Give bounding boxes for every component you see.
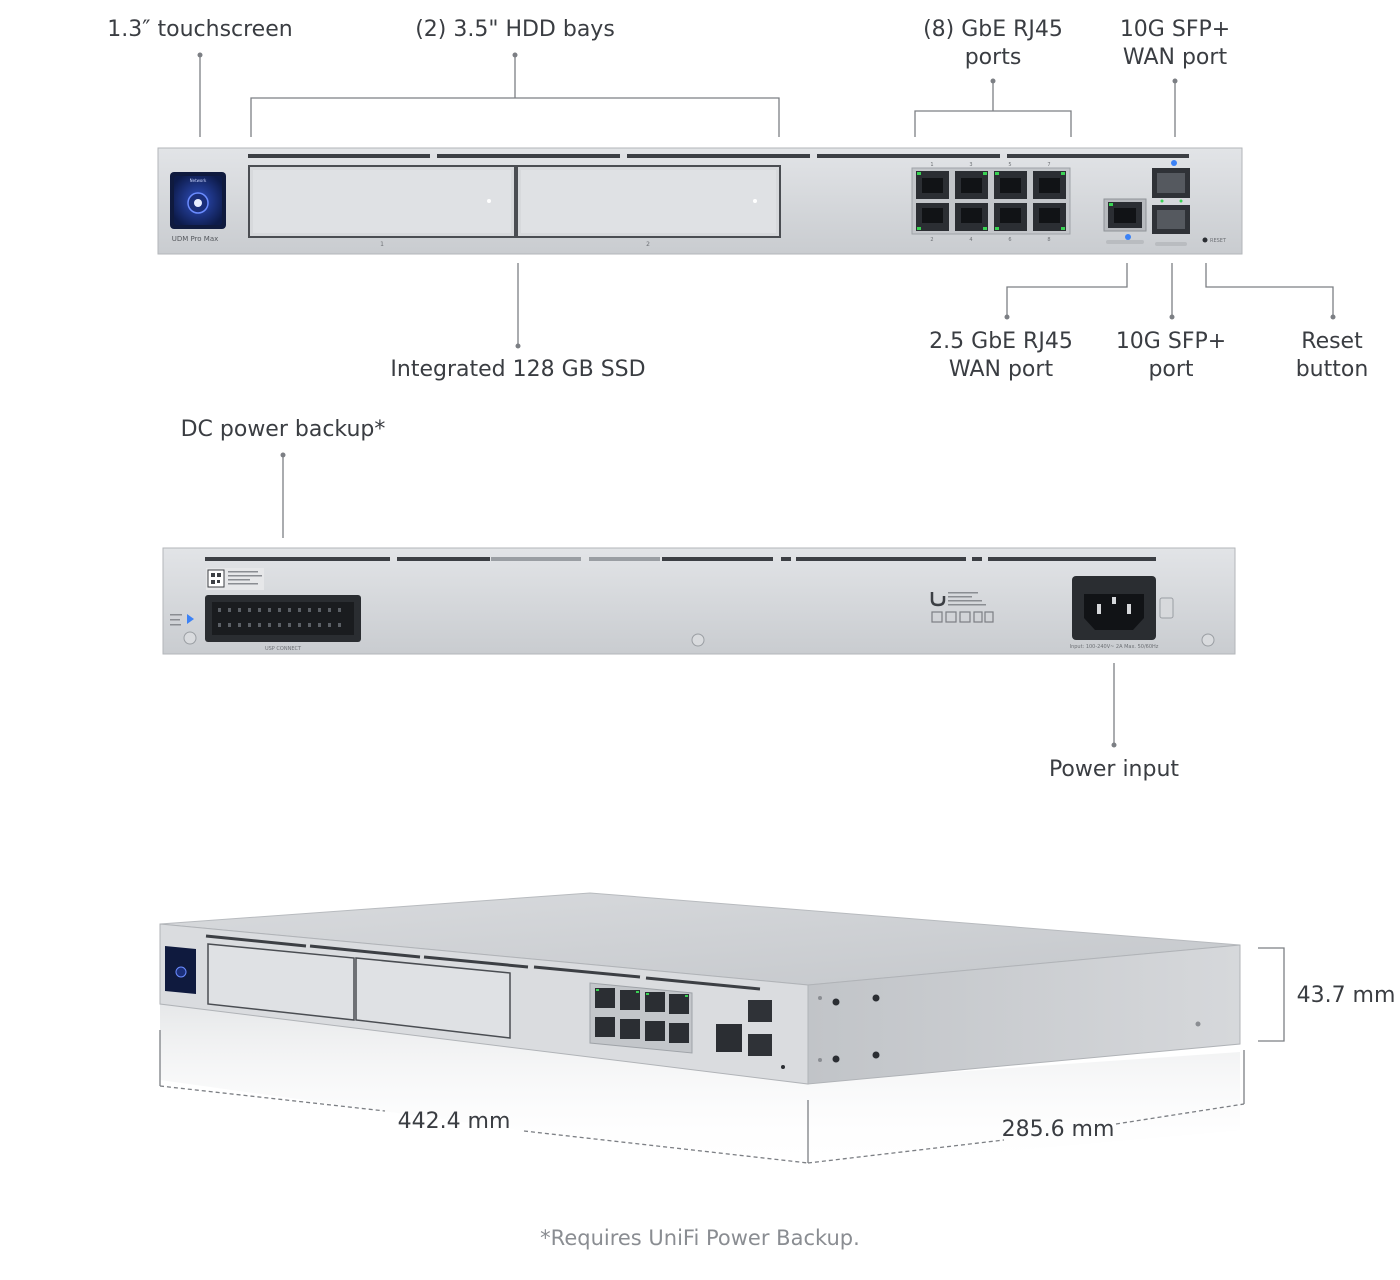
sfp-port[interactable]: [1152, 205, 1190, 246]
rear-vent-slots: [205, 557, 1156, 561]
certification-marks-icon: [931, 611, 994, 623]
reset-line-2: button: [1295, 357, 1369, 382]
power-rating-print: Input: 100-240V~ 2A Max. 50/60Hz: [1070, 644, 1159, 650]
port-numbers-top: 1 3 5 7: [930, 162, 1050, 168]
power-input-callout: Power input: [1048, 757, 1180, 782]
rear-callout-lines: [282, 456, 1115, 744]
sfp-wan-callout: 10G SFP+ WAN port: [1100, 16, 1250, 72]
perspective-hdd-bay-2: [355, 957, 511, 1039]
reset-button-callout: Reset button: [1282, 328, 1382, 384]
qr-label-sticker: [206, 568, 264, 590]
dc-power-connector[interactable]: USP CONNECT: [205, 595, 361, 652]
rj45-port[interactable]: [955, 171, 988, 199]
svg-text:5: 5: [1008, 162, 1011, 168]
svg-text:1: 1: [930, 162, 933, 168]
rear-view: USP CONNECT: [162, 452, 1236, 748]
ground-screw-icon: [183, 631, 1215, 647]
ubiquiti-logo-icon: [930, 592, 986, 607]
ssd-callout: Integrated 128 GB SSD: [390, 357, 646, 382]
model-label: UDM Pro Max: [172, 235, 219, 243]
front-callout-lines: [199, 56, 1334, 345]
front-view: Network UDM Pro Max 1 2 1 3 5 7: [157, 52, 1336, 349]
port-numbers-bottom: 2 4 6 8: [930, 237, 1050, 243]
dc-backup-callout: DC power backup*: [180, 417, 386, 442]
sfp-port-line-1: 10G SFP+: [1115, 329, 1227, 354]
gbe-ports-callout: (8) GbE RJ45 ports: [903, 16, 1083, 72]
gbe-ports-line-2: ports: [964, 45, 1022, 70]
gbe-ports-line-1: (8) GbE RJ45: [923, 17, 1063, 42]
height-dimension: 43.7 mm: [1296, 983, 1396, 1008]
hdd-bays-callout: (2) 3.5" HDD bays: [415, 17, 615, 42]
sfp-port-callout: 10G SFP+ port: [1106, 328, 1236, 384]
hdd-bay-1[interactable]: 1: [248, 165, 516, 248]
screen-title: Network: [190, 178, 207, 183]
perspective-touchscreen: [165, 946, 196, 994]
sfp-port-line-2: port: [1148, 357, 1194, 382]
rj45-port[interactable]: [955, 203, 988, 231]
gbe-port-group: 1 3 5 7 2 4 6 8: [911, 162, 1071, 243]
width-dimension: 442.4 mm: [397, 1109, 511, 1134]
front-callout-dots: [197, 52, 1336, 349]
dimension-lines: [159, 947, 1285, 1164]
rj45-port[interactable]: [916, 171, 949, 199]
footnote: *Requires UniFi Power Backup.: [540, 1226, 860, 1250]
floor-reflection: [160, 1000, 1240, 1170]
bay-number-2: 2: [646, 241, 650, 248]
svg-text:3: 3: [969, 162, 972, 168]
rj45-wan-port[interactable]: [1103, 198, 1147, 244]
reset-print: RESET: [1210, 238, 1227, 244]
power-inlet[interactable]: Input: 100-240V~ 2A Max. 50/60Hz: [1070, 576, 1174, 650]
rj45-port[interactable]: [916, 203, 949, 231]
depth-dimension: 285.6 mm: [1001, 1117, 1115, 1142]
svg-text:7: 7: [1047, 162, 1050, 168]
sfp-wan-line-1: 10G SFP+: [1119, 17, 1231, 42]
svg-text:6: 6: [1008, 237, 1011, 243]
sfp-wan-port[interactable]: [1152, 160, 1190, 203]
svg-text:8: 8: [1047, 237, 1050, 243]
svg-text:4: 4: [969, 237, 972, 243]
perspective-view: [159, 892, 1285, 1170]
rj45-port[interactable]: [1033, 171, 1066, 199]
bay-number-1: 1: [380, 241, 384, 248]
rj45-wan-line-2: WAN port: [948, 357, 1054, 382]
perspective-hdd-bay-1: [207, 943, 355, 1021]
touchscreen-callout: 1.3″ touchscreen: [107, 17, 293, 42]
side-screw-icon: [818, 994, 1201, 1063]
svg-text:2: 2: [930, 237, 933, 243]
reset-line-1: Reset: [1301, 329, 1363, 354]
touchscreen: Network UDM Pro Max: [170, 172, 226, 243]
rj45-wan-line-1: 2.5 GbE RJ45: [929, 329, 1073, 354]
rj45-port[interactable]: [994, 171, 1027, 199]
reset-button[interactable]: RESET: [1202, 237, 1227, 245]
rear-callout-dots: [280, 452, 1117, 748]
rj45-port[interactable]: [1033, 203, 1066, 231]
sfp-wan-line-2: WAN port: [1122, 45, 1228, 70]
usp-connect-print: USP CONNECT: [265, 646, 302, 652]
front-vent-slots: [248, 154, 1189, 158]
hdd-bay-2[interactable]: 2: [516, 165, 781, 248]
perspective-vents: [205, 934, 761, 991]
status-led-indicator: [170, 614, 194, 626]
rj45-port[interactable]: [994, 203, 1027, 231]
perspective-rj45-ports: [589, 982, 785, 1069]
rj45-wan-callout: 2.5 GbE RJ45 WAN port: [921, 328, 1081, 384]
